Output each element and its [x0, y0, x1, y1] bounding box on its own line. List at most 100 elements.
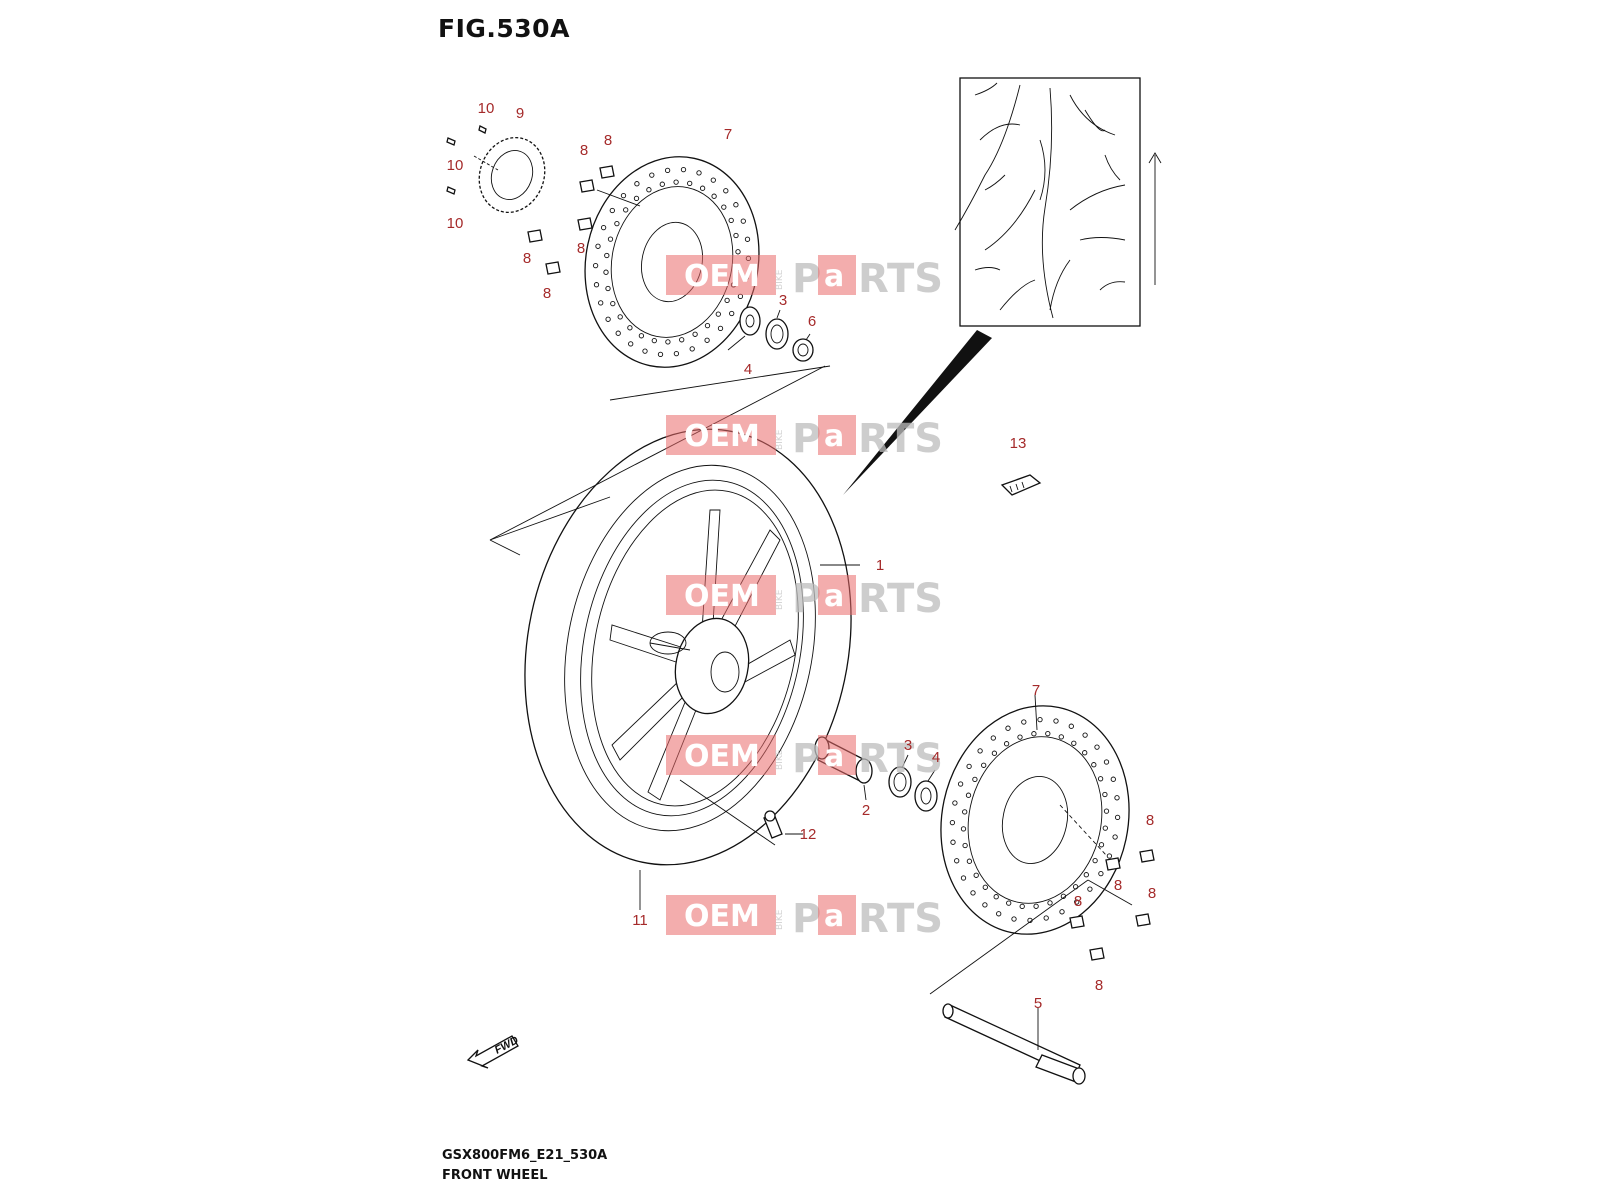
- disc-drill-hole: [603, 269, 609, 275]
- disc-drill-hole: [733, 232, 739, 239]
- callout-8[interactable]: 8: [543, 285, 551, 302]
- disc-drill-hole: [598, 300, 604, 306]
- svg-text:RTS: RTS: [858, 416, 943, 462]
- callout-5[interactable]: 5: [1034, 995, 1042, 1012]
- disc-drill-hole: [972, 776, 978, 783]
- callout-4[interactable]: 4: [744, 361, 752, 378]
- disc-drill-hole: [981, 762, 987, 768]
- callout-8[interactable]: 8: [577, 240, 585, 257]
- disc-drill-hole: [1037, 716, 1043, 723]
- disc-drill-hole: [991, 750, 998, 756]
- disc-drill-hole: [665, 339, 671, 345]
- svg-text:BIKE: BIKE: [775, 909, 785, 930]
- callout-8[interactable]: 8: [1146, 812, 1154, 829]
- callout-10[interactable]: 10: [478, 100, 495, 117]
- disc-drill-hole: [1006, 900, 1012, 906]
- upper-disc-bolts[interactable]: [527, 165, 615, 275]
- disc-drill-hole: [1071, 740, 1077, 746]
- callout-3[interactable]: 3: [779, 292, 787, 309]
- disc-drill-hole: [696, 170, 702, 176]
- disc-drill-hole: [966, 763, 972, 770]
- disc-drill-hole: [1011, 916, 1017, 922]
- disc-drill-hole: [1031, 731, 1037, 737]
- watermark-text-rts: RTS: [858, 256, 943, 302]
- disc-drill-hole: [711, 193, 717, 199]
- disc-drill-hole: [996, 911, 1002, 917]
- disc-drill-hole: [723, 188, 729, 194]
- svg-text:RTS: RTS: [858, 736, 943, 782]
- disc-drill-hole: [1068, 723, 1074, 729]
- disc-drill-hole: [728, 217, 734, 224]
- disc-drill-hole: [715, 311, 721, 317]
- abs-sensor-ring[interactable]: [469, 128, 555, 221]
- disc-drill-hole: [638, 333, 645, 339]
- lower-brake-disc[interactable]: [920, 688, 1150, 952]
- disc-drill-hole: [717, 325, 724, 332]
- disc-drill-hole: [744, 236, 751, 242]
- callout-8[interactable]: 8: [1095, 977, 1103, 994]
- callout-12[interactable]: 12: [800, 826, 817, 843]
- disc-drill-hole: [704, 337, 710, 343]
- disc-drill-hole: [699, 185, 706, 191]
- callout-2[interactable]: 2: [862, 802, 870, 819]
- callout-8[interactable]: 8: [580, 142, 588, 159]
- disc-drill-hole: [628, 341, 634, 347]
- disc-drill-hole: [1074, 899, 1080, 905]
- disc-drill-hole: [1059, 909, 1065, 915]
- watermark-text-a: a: [824, 259, 844, 294]
- disc-drill-hole: [687, 180, 693, 187]
- diagram-code: GSX800FM6_E21_530A: [442, 1148, 608, 1163]
- disc-drill-hole: [1098, 870, 1104, 877]
- callout-10[interactable]: 10: [447, 215, 464, 232]
- upper-bearing-set[interactable]: [739, 306, 814, 362]
- callout-8[interactable]: 8: [1074, 893, 1082, 910]
- callout-4[interactable]: 4: [932, 749, 940, 766]
- disc-drill-hole: [673, 179, 679, 185]
- callout-1[interactable]: 1: [876, 557, 884, 574]
- watermark-2: OEM BIKE P a RTS: [666, 415, 943, 462]
- disc-drill-hole: [957, 781, 964, 787]
- sensor-screws[interactable]: [446, 125, 487, 195]
- disc-drill-hole: [724, 297, 730, 304]
- callout-11[interactable]: 11: [632, 912, 648, 929]
- callout-13[interactable]: 13: [1010, 435, 1027, 452]
- disc-drill-hole: [593, 282, 600, 288]
- callout-6[interactable]: 6: [808, 313, 816, 330]
- callout-8[interactable]: 8: [1148, 885, 1156, 902]
- disc-drill-hole: [710, 177, 716, 183]
- disc-drill-hole: [1047, 900, 1053, 906]
- callout-7[interactable]: 7: [1032, 682, 1040, 699]
- disc-drill-hole: [1110, 776, 1116, 782]
- disc-drill-hole: [680, 166, 687, 173]
- disc-drill-hole: [1102, 791, 1108, 798]
- disc-drill-hole: [607, 236, 614, 242]
- disc-drill-hole: [1092, 857, 1098, 864]
- callout-10[interactable]: 10: [447, 157, 464, 174]
- callout-8[interactable]: 8: [1114, 877, 1122, 894]
- front-axle[interactable]: [942, 1003, 1086, 1085]
- disc-drill-hole: [620, 192, 627, 199]
- callout-labels: 1 2 3 3 4 4 5 6 7 7 8 8 8 8 8 8 8 8 8 8 …: [447, 100, 1157, 1012]
- disc-drill-hole: [733, 202, 739, 208]
- callout-7[interactable]: 7: [724, 126, 732, 143]
- disc-drill-hole: [1033, 903, 1039, 909]
- callout-9[interactable]: 9: [516, 105, 524, 122]
- svg-text:OEM: OEM: [684, 579, 760, 614]
- disc-drill-hole: [642, 348, 648, 354]
- balance-weight[interactable]: [1000, 474, 1042, 496]
- callout-8[interactable]: 8: [523, 250, 531, 267]
- disc-drill-hole: [627, 325, 633, 331]
- tread-pattern-detail: [843, 77, 1162, 495]
- disc-drill-hole: [664, 167, 671, 174]
- callout-8[interactable]: 8: [604, 132, 612, 149]
- disc-drill-hole: [605, 316, 611, 322]
- figure-title: FIG.530A: [438, 14, 570, 43]
- tyre-valve[interactable]: [763, 810, 783, 839]
- callout-3[interactable]: 3: [904, 737, 912, 754]
- watermark-text-p: P: [792, 256, 821, 302]
- svg-text:P: P: [792, 416, 821, 462]
- disc-drill-hole: [605, 285, 611, 292]
- disc-drill-hole: [966, 858, 973, 864]
- wheel-spokes-and-hub: [609, 509, 796, 801]
- lower-disc-bolts[interactable]: [1069, 849, 1155, 961]
